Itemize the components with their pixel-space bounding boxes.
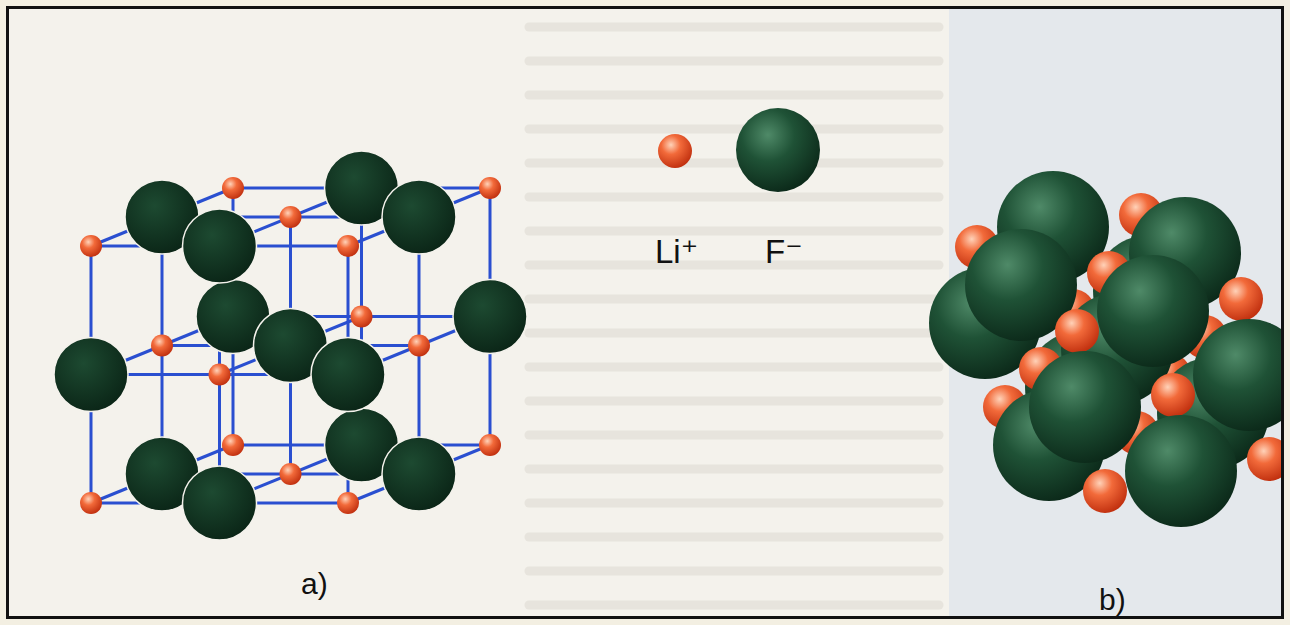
- figure-frame: a) b) Li⁺ F⁻: [6, 6, 1284, 619]
- ion-legend-label: Li⁺: [655, 235, 698, 268]
- ion-legend-label: F⁻: [765, 235, 803, 268]
- panel-label: a): [301, 569, 328, 599]
- panel-label: b): [1099, 585, 1126, 615]
- lattice-illustration: [9, 9, 1281, 616]
